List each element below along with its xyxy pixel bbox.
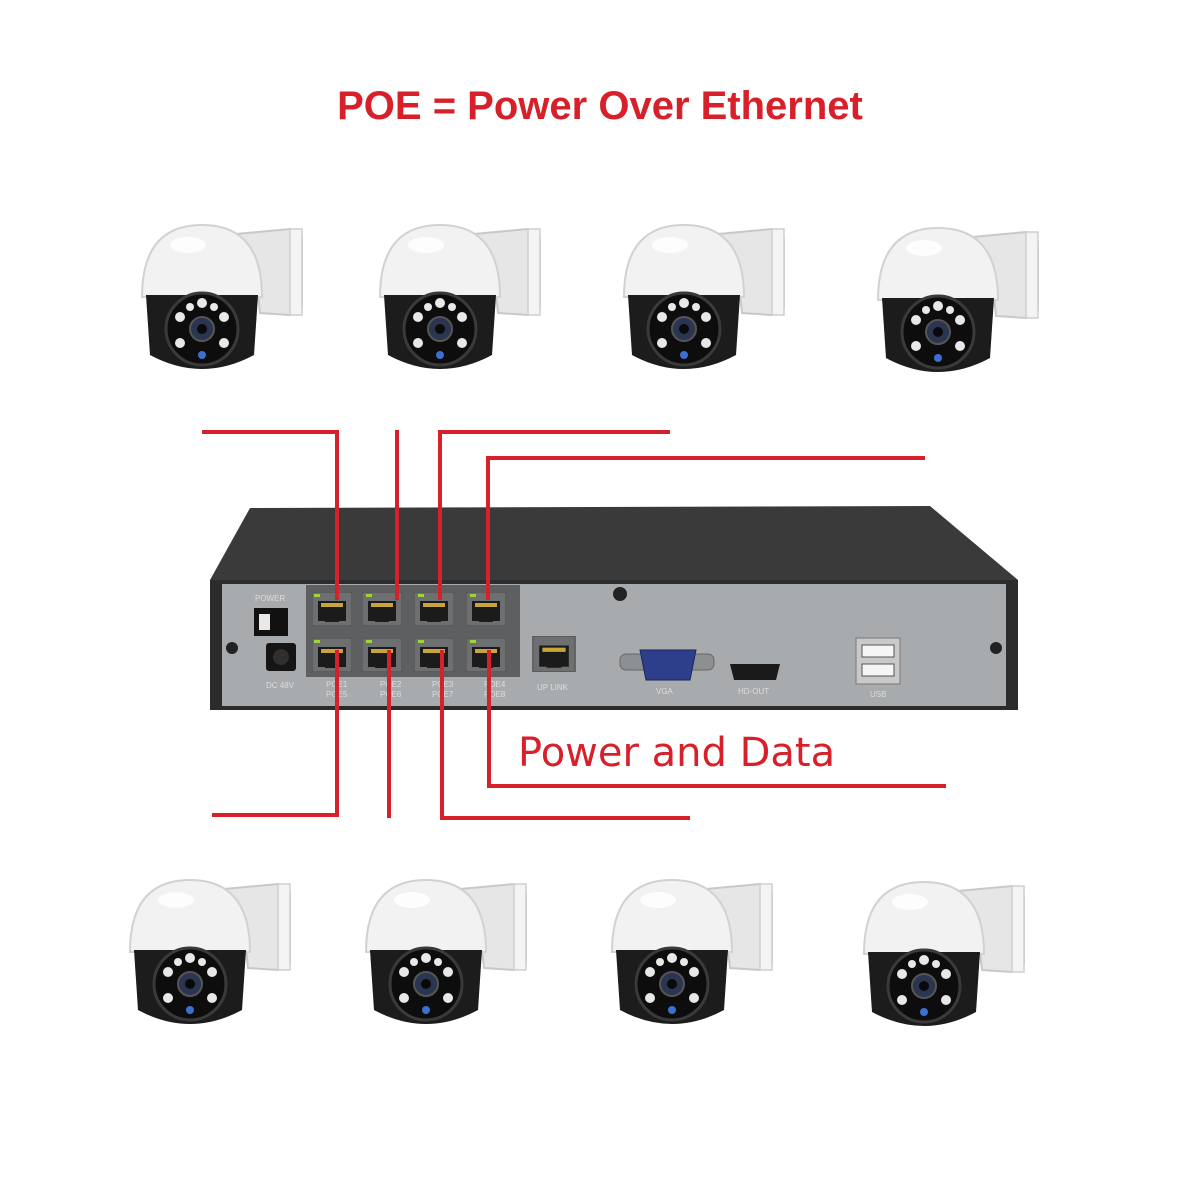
hdmi-port: [730, 664, 780, 680]
port-label-poe4: POE4: [484, 680, 506, 689]
uplink-label: UP LINK: [537, 683, 569, 692]
camera-8: [862, 880, 1026, 1028]
camera-2: [378, 223, 542, 371]
poe-port-6: [362, 638, 402, 672]
cable-camera-8: [487, 650, 946, 788]
camera-4: [876, 226, 1040, 374]
nvr-device: POWER DC 48V POE1 POE2 POE3 POE4 POE5 PO…: [210, 506, 1018, 710]
dc-label: DC 48V: [266, 681, 295, 690]
poe-port-8: [466, 638, 506, 672]
poe-port-3: [414, 592, 454, 626]
cable-camera-1: [202, 430, 339, 600]
camera-7: [610, 878, 774, 1026]
usb-label: USB: [870, 690, 886, 699]
poe-port-5: [312, 638, 352, 672]
cable-camera-7: [440, 650, 690, 820]
camera-6: [364, 878, 528, 1026]
hdmi-label: HD-OUT: [738, 687, 769, 696]
diagram-title: POE = Power Over Ethernet: [337, 84, 863, 128]
vga-label: VGA: [656, 687, 674, 696]
camera-5: [128, 878, 292, 1026]
poe-port-1: [312, 592, 352, 626]
cable-camera-5: [212, 650, 339, 817]
poe-port-7: [414, 638, 454, 672]
power-and-data-caption: Power and Data: [518, 730, 836, 776]
vga-port: [639, 649, 697, 681]
camera-1: [140, 223, 304, 371]
camera-3: [622, 223, 786, 371]
poe-cables: [202, 430, 946, 820]
uplink-port: [532, 636, 576, 672]
cable-camera-4: [486, 456, 925, 600]
power-label: POWER: [255, 594, 285, 603]
cable-camera-3: [438, 430, 670, 600]
port-label-poe8: POE8: [484, 690, 506, 699]
